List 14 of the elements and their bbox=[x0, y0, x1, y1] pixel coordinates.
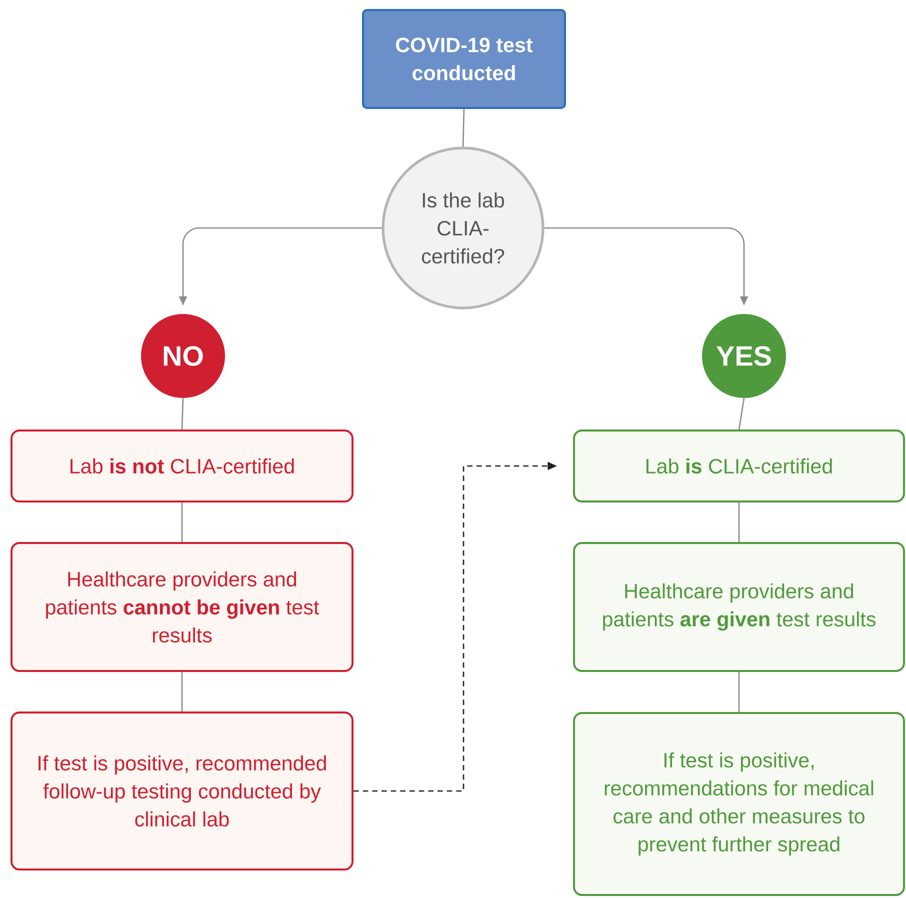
outcome-box: Healthcare providers and patients are given test results bbox=[573, 542, 905, 672]
connector-line bbox=[181, 672, 183, 712]
outcome-box: Lab is CLIA-certified bbox=[573, 430, 905, 502]
connector-line bbox=[738, 398, 745, 430]
connector-line bbox=[738, 502, 740, 542]
connector-line bbox=[462, 108, 465, 147]
start-box: COVID-19 test conducted bbox=[362, 9, 566, 109]
outcome-box: If test is positive, recommendations for medical care and other measures to prevent further spread bbox=[573, 712, 905, 896]
outcome-box: Healthcare providers and patients cannot be given test results bbox=[10, 542, 354, 672]
connector-line bbox=[181, 502, 183, 542]
connector-line bbox=[738, 672, 740, 712]
outcome-box: If test is positive, recommended follow-up testing conducted by clinical lab bbox=[10, 712, 354, 870]
connector-line bbox=[181, 398, 184, 430]
outcome-box: Lab is not CLIA-certified bbox=[10, 430, 354, 502]
